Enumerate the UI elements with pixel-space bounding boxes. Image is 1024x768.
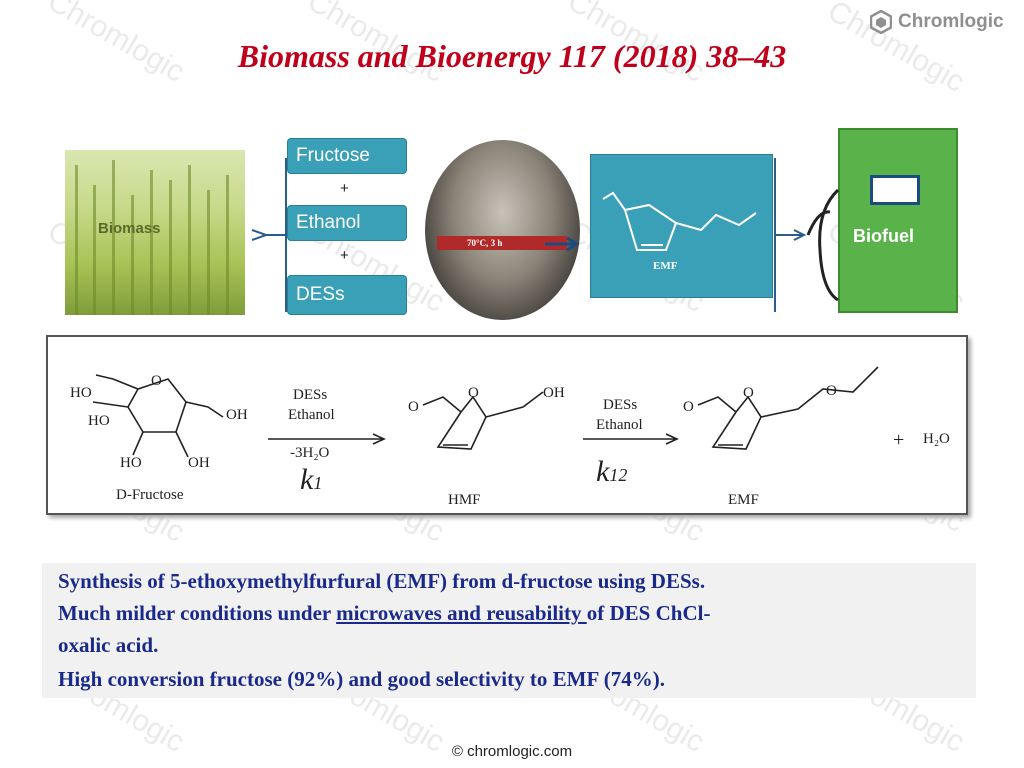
- ho-label: HO: [88, 413, 110, 429]
- emf-product-panel: EMF: [590, 154, 773, 298]
- reaction-scheme: HO HO O OH HO OH D-Fructose DESs Ethanol…: [46, 335, 968, 515]
- summary-line-2: Much milder conditions under microwaves …: [58, 601, 710, 626]
- input-ethanol: Ethanol: [287, 205, 407, 241]
- k-symbol: k: [596, 455, 610, 488]
- step1-water-loss: -3H₂O: [290, 445, 330, 461]
- logo-text: Chromlogic: [898, 11, 1004, 32]
- step2-reagent-ethanol: Ethanol: [596, 417, 643, 433]
- pump-screen: [870, 175, 920, 205]
- footer-copyright: © chromlogic.com: [451, 743, 573, 760]
- k-symbol: k: [300, 463, 314, 496]
- d-fructose-label: D-Fructose: [116, 487, 184, 503]
- k-subscript: 12: [609, 465, 628, 485]
- reactor-photo: [425, 140, 580, 320]
- o-label: O: [151, 373, 162, 389]
- ho-label: HO: [120, 455, 142, 471]
- step1-reagent-ethanol: Ethanol: [288, 407, 335, 423]
- o-label: O: [743, 385, 754, 401]
- reactor-condition-label: 70°C, 3 h: [437, 236, 567, 250]
- oh-label: OH: [543, 385, 565, 401]
- scheme-drawing: [92, 366, 879, 458]
- page-title: Biomass and Bioenergy 117 (2018) 38–43: [237, 38, 787, 74]
- step1-reagent-deses: DESs: [293, 387, 328, 403]
- emf-label: EMF: [653, 260, 678, 272]
- hmf-label: HMF: [448, 492, 481, 508]
- input-deses: DESs: [287, 275, 407, 315]
- summary-line-4: High conversion fructose (92%) and good …: [58, 667, 665, 691]
- emf-label: EMF: [728, 492, 759, 508]
- step2-reagent-deses: DESs: [603, 397, 638, 413]
- summary-line-3: oxalic acid.: [58, 633, 159, 657]
- o-label: O: [683, 399, 694, 415]
- oh-label: OH: [188, 455, 210, 471]
- input-bracket: [251, 158, 287, 312]
- input-fructose: Fructose: [287, 138, 407, 174]
- summary-line-1: Synthesis of 5-ethoxymethylfurfural (EMF…: [58, 569, 706, 593]
- plus-sign: +: [340, 180, 349, 197]
- biomass-label: Biomass: [98, 220, 161, 237]
- hexagon-logo-icon: [870, 10, 892, 34]
- rate-constant-k12: k12: [596, 455, 627, 489]
- biomass-photo: [65, 150, 245, 315]
- pump-hose-icon: [818, 188, 840, 302]
- plus-sign: +: [893, 429, 905, 451]
- o-label: O: [826, 383, 837, 399]
- k-subscript: 1: [313, 473, 323, 493]
- o-label: O: [468, 385, 479, 401]
- output-bracket: [774, 158, 831, 312]
- summary-line-2-end: of DES ChCl-: [586, 601, 711, 625]
- ho-label: HO: [70, 385, 92, 401]
- fuel-pump: [838, 128, 958, 313]
- oh-label: OH: [226, 407, 248, 423]
- summary-box: Synthesis of 5-ethoxymethylfurfural (EMF…: [42, 563, 976, 698]
- water-label: H₂O: [923, 431, 950, 447]
- o-label: O: [408, 399, 419, 415]
- emf-structure-drawing: [602, 191, 757, 251]
- arrow-icon: [545, 236, 580, 252]
- summary-highlight: microwaves and reusability: [336, 601, 587, 625]
- plus-sign: +: [340, 247, 349, 264]
- brand-logo: Chromlogic: [870, 10, 1004, 34]
- summary-line-2-start: Much milder conditions under: [58, 601, 337, 625]
- rate-constant-k1: k1: [300, 463, 322, 497]
- biofuel-label: Biofuel: [853, 226, 914, 246]
